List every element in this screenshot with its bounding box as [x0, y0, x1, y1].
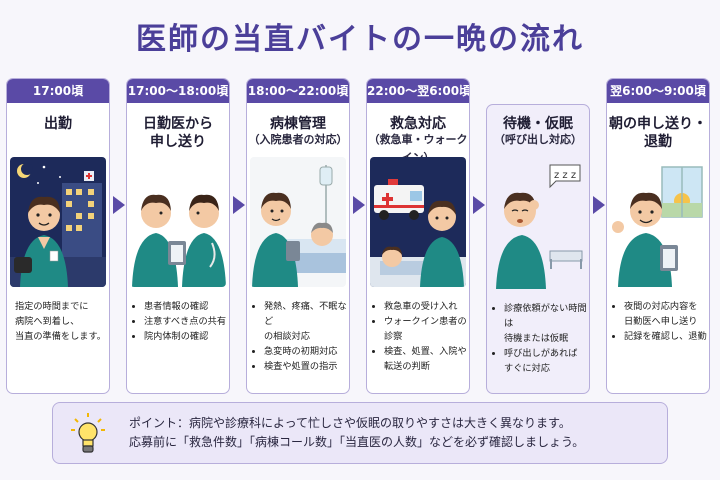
step-title: 日勤医から 申し送り	[143, 116, 213, 150]
step-time: 18:00〜22:00頃	[247, 79, 349, 103]
step-description: 指定の時間までに 病院へ到着し、 当直の準備をします。	[15, 301, 106, 342]
morning-illustration	[610, 157, 706, 287]
arrow-right-icon	[113, 196, 125, 214]
arrow-right-icon	[353, 196, 365, 214]
step-description: 救急車の受け入れ ウォークイン患者の診察 検査、処置、入院や 転送の判断	[375, 299, 467, 374]
step-time: 翌6:00〜9:00頃	[607, 79, 709, 103]
step-description: 患者情報の確認 注意すべき点の共有 院内体制の確認	[135, 299, 227, 344]
arrow-right-icon	[473, 196, 485, 214]
step-card-arrival: 17:00頃 出勤 指定の時間までに 病院へ到着し、 当直の準備をします。	[6, 78, 110, 394]
arrival-illustration	[10, 157, 106, 287]
page-title: 医師の当直バイトの一晩の流れ	[136, 22, 584, 57]
point-text: ポイント：病院や診療科によって忙しさや仮眠の取りやすさは大きく異なります。 応募…	[129, 416, 585, 449]
step-card-morning: 翌6:00〜9:00頃 朝の申し送り・ 退勤 夜間の対応内容を 日勤医へ申し送り…	[606, 78, 710, 394]
star-icon	[42, 165, 46, 169]
step-time: 22:00〜翌6:00頃	[367, 79, 469, 103]
step-title: 朝の申し送り・ 退勤	[609, 116, 707, 150]
point-callout: ポイント：病院や診療科によって忙しさや仮眠の取りやすさは大きく異なります。 応募…	[52, 402, 668, 464]
step-card-emergency: 22:00〜翌6:00頃 救急対応 （救急車・ウォークイン） 救急車の受け入れ …	[366, 78, 470, 394]
ward-illustration	[250, 157, 346, 287]
step-time: 17:00〜18:00頃	[127, 79, 229, 103]
step-title: 待機・仮眠 （呼び出し対応）	[494, 116, 582, 146]
step-card-standby: 待機・仮眠 （呼び出し対応） z z z 診療依頼がない時間は 待機または仮眠 …	[486, 104, 590, 394]
step-card-ward: 18:00〜22:00頃 病棟管理 （入院患者の対応） 発熱、疼痛、不眠など の…	[246, 78, 350, 394]
arrow-right-icon	[233, 196, 245, 214]
step-title: 出勤	[44, 116, 72, 132]
lightbulb-icon	[71, 413, 105, 453]
arrow-right-icon	[593, 196, 605, 214]
standby-illustration: z z z	[490, 159, 586, 289]
emergency-illustration	[370, 157, 466, 287]
step-title: 救急対応 （救急車・ウォークイン）	[368, 116, 468, 164]
step-description: 診療依頼がない時間は 待機または仮眠 呼び出しがあれば すぐに対応	[495, 301, 587, 376]
zzz-icon: z z z	[554, 170, 576, 181]
step-description: 発熱、疼痛、不眠など の相談対応 急変時の初期対応 検査や処置の指示	[255, 299, 347, 374]
step-time: 17:00頃	[7, 79, 109, 103]
ambulance-icon	[374, 179, 424, 220]
step-title: 病棟管理 （入院患者の対応）	[248, 116, 348, 146]
step-card-handover: 17:00〜18:00頃 日勤医から 申し送り 患者情報の確認 注意すべき点の共…	[126, 78, 230, 394]
step-description: 夜間の対応内容を 日勤医へ申し送り 記録を確認し、退勤	[615, 299, 707, 344]
handover-illustration	[130, 157, 226, 287]
